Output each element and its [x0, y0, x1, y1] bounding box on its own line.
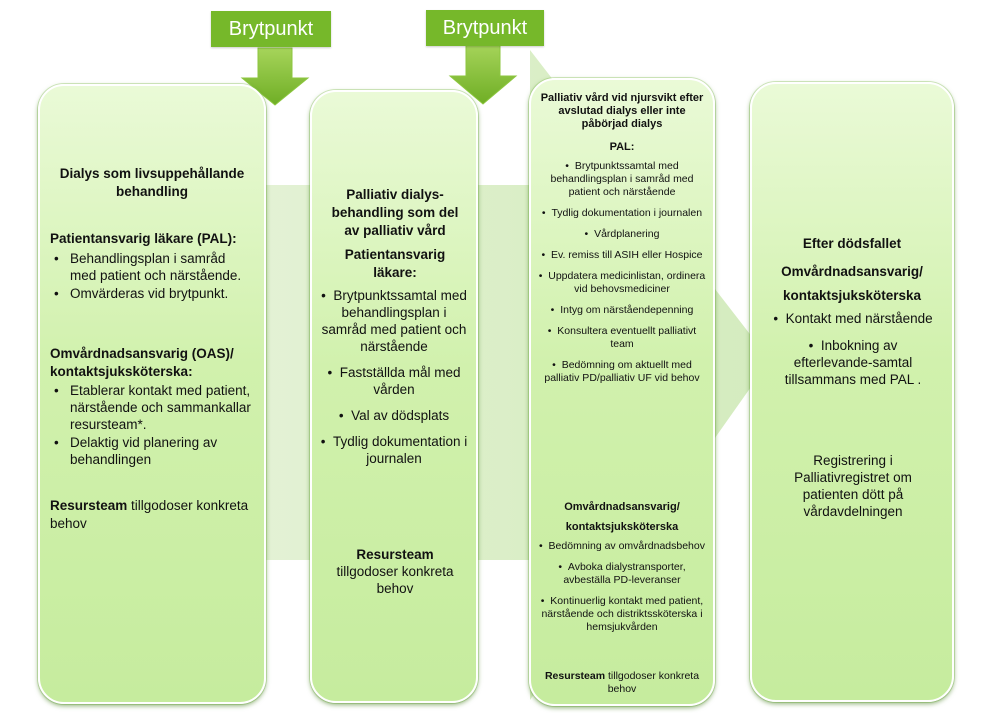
list-item: • Ev. remiss till ASIH eller Hospice	[541, 249, 703, 261]
col1-oas-list: Etablerar kontakt med patient, närståend…	[50, 382, 260, 469]
list-item: • Bedömning av omvårdnadsbehov	[539, 540, 705, 552]
card-palliative-dialysis	[310, 90, 478, 703]
col2-pal-heading: Patientansvarig läkare:	[344, 247, 446, 280]
col3-oas-heading: Omvårdnadsansvarig/ kontaktsjuksköterska	[564, 501, 680, 533]
list-item: • Konsultera eventuellt palliativt team	[547, 325, 697, 350]
list-item: • Avboka dialystransporter, avbeställa P…	[558, 561, 686, 586]
list-item: • Fastställda mål med vården	[327, 365, 461, 397]
list-item: • Val av dödsplats	[338, 408, 450, 423]
list-item: • Kontakt med närstående	[773, 311, 933, 326]
col3-resurs: Resursteam tillgodoser konkreta behov	[544, 670, 700, 696]
col3-oas-list: • Bedömning av omvårdnadsbehov • Avboka …	[538, 540, 706, 642]
col1-title: Dialys som livsuppehållande behandling	[59, 166, 245, 199]
list-item: • Vårdplanering	[584, 228, 660, 240]
col2-resurs: Resursteam tillgodoser konkreta behov	[325, 546, 465, 597]
breakpoint-tag-2: Brytpunkt	[426, 10, 544, 46]
col2-title: Palliativ dialys-behandling som del av p…	[331, 187, 459, 238]
col4-registration: Registrering i Palliativregistret om pat…	[794, 453, 912, 519]
col4-oas-heading: Omvårdnadsansvarig/ kontaktsjuksköterska	[781, 264, 923, 303]
list-item: Omvärderas vid brytpunkt.	[50, 285, 255, 302]
list-item: Etablerar kontakt med patient, närståend…	[50, 382, 260, 433]
col1-resurs-bold: Resursteam	[50, 498, 128, 513]
list-item: • Brytpunktssamtal med behandlingsplan i…	[550, 160, 694, 198]
col1-oas-heading: Omvårdnadsansvarig (OAS)/ kontaktsjukskö…	[50, 346, 234, 379]
col3-pal-list: • Brytpunktssamtal med behandlingsplan i…	[538, 160, 706, 393]
col2-resurs-bold: Resursteam	[356, 547, 434, 562]
list-item: • Bedömning om aktuellt med palliativ PD…	[544, 359, 700, 384]
list-item: • Intyg om närståendepenning	[550, 304, 694, 316]
col1-resurs: Resursteam tillgodoser konkreta behov	[50, 497, 250, 533]
col3-resurs-text: tillgodoser konkreta behov	[605, 670, 700, 695]
col3-pal-heading: PAL:	[609, 141, 635, 153]
card-palliative-no-dialysis	[529, 78, 715, 706]
col4-list: • Kontakt med närstående • Inbokning av …	[770, 310, 936, 398]
col2-list: • Brytpunktssamtal med behandlingsplan i…	[318, 287, 470, 476]
col1-pal-heading: Patientansvarig läkare (PAL):	[50, 231, 237, 246]
col4-title: Efter dödsfallet	[802, 236, 902, 251]
list-item: • Kontinuerlig kontakt med patient, närs…	[540, 595, 704, 633]
list-item: • Uppdatera medicinlistan, ordinera vid …	[538, 270, 706, 295]
col1-pal-list: Behandlingsplan i samråd med patient och…	[50, 250, 255, 303]
col1-resurs-text: tillgodoser konkreta behov	[50, 498, 249, 531]
col2-resurs-text: tillgodoser konkreta behov	[336, 564, 454, 596]
list-item: Delaktig vid planering av behandlingen	[50, 434, 260, 468]
col3-resurs-bold: Resursteam	[544, 670, 606, 682]
breakpoint-arrow-2	[448, 43, 518, 105]
list-item: • Tydlig dokumentation i journalen	[320, 434, 468, 466]
breakpoint-tag-1: Brytpunkt	[211, 11, 331, 47]
col3-title: Palliativ vård vid njursvikt efter avslu…	[540, 92, 704, 130]
list-item: • Inbokning av efterlevande-samtal tills…	[784, 338, 922, 387]
list-item: • Brytpunktssamtal med behandlingsplan i…	[321, 288, 467, 354]
card-after-death	[750, 82, 954, 702]
list-item: Behandlingsplan i samråd med patient och…	[50, 250, 255, 284]
list-item: • Tydlig dokumentation i journalen	[541, 207, 703, 219]
